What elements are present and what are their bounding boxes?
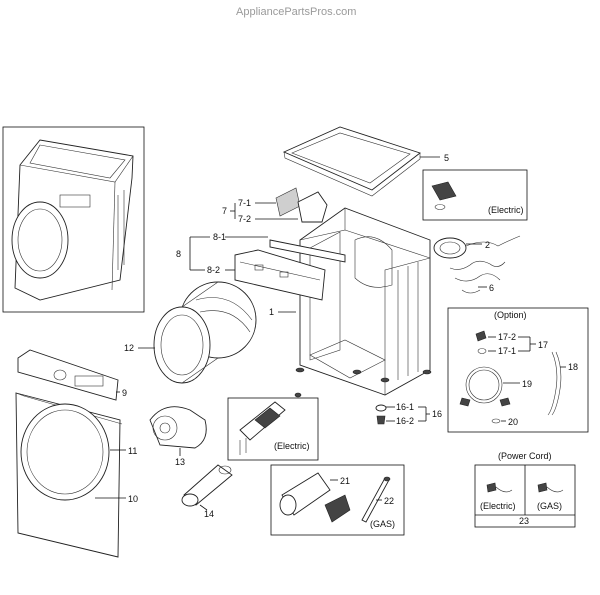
callout-9: 9 xyxy=(122,388,127,398)
lint-filter-part: 7 7-1 7-2 xyxy=(222,187,328,224)
drum-part: 12 xyxy=(124,281,257,384)
callout-16-2: 16-2 xyxy=(396,416,414,426)
callout-22: 22 xyxy=(384,496,394,506)
callout-8-2: 8-2 xyxy=(207,265,220,275)
heater-housing-part: 2 xyxy=(433,235,521,259)
power-electric-label: (Electric) xyxy=(480,501,516,511)
control-bracket-part: 8 8-1 8-2 xyxy=(176,232,346,301)
callout-20: 20 xyxy=(508,417,518,427)
power-cord-box: (Power Cord) (Electric) (GAS) 23 xyxy=(474,451,576,528)
watermark: AppliancePartsPros.com xyxy=(236,6,356,18)
callout-7-2: 7-2 xyxy=(238,214,251,224)
callout-19: 19 xyxy=(522,379,532,389)
electric-top-box: (Electric) xyxy=(422,169,528,221)
option-label: (Option) xyxy=(494,310,527,320)
callout-7: 7 xyxy=(222,206,227,216)
power-gas-label: (GAS) xyxy=(537,501,562,511)
callout-16-1: 16-1 xyxy=(396,402,414,412)
callout-2: 2 xyxy=(485,240,490,250)
leveling-feet-part: 16 16-1 16-2 xyxy=(375,402,442,426)
blower-part: 13 xyxy=(149,406,207,467)
gas-label: (GAS) xyxy=(370,519,395,529)
callout-18: 18 xyxy=(568,362,578,372)
electric-heater-box: (Electric) xyxy=(227,392,319,461)
wire-harness-part: 6 xyxy=(449,260,506,294)
control-panel-part: 9 xyxy=(17,349,127,401)
option-box: (Option) 17 17-2 17-1 18 19 20 xyxy=(447,307,589,433)
callout-23: 23 xyxy=(519,516,529,526)
callout-21: 21 xyxy=(340,476,350,486)
cabinet-part: 1 xyxy=(269,207,432,396)
callout-5: 5 xyxy=(444,153,449,163)
exhaust-duct-part: 14 xyxy=(181,464,233,519)
callout-13: 13 xyxy=(175,457,185,467)
power-cord-label: (Power Cord) xyxy=(498,451,552,461)
electric-top-label: (Electric) xyxy=(488,205,524,215)
front-panel-part: 11 10 xyxy=(15,392,138,558)
top-panel-part: 5 xyxy=(282,126,449,197)
callout-1: 1 xyxy=(269,307,274,317)
assembled-dryer-illustration xyxy=(2,126,145,313)
callout-12: 12 xyxy=(124,343,134,353)
callout-14: 14 xyxy=(204,509,214,519)
callout-11: 11 xyxy=(128,446,137,456)
callout-8: 8 xyxy=(176,249,181,259)
callout-6: 6 xyxy=(489,283,494,293)
callout-17-1: 17-1 xyxy=(498,346,516,356)
electric-mid-label: (Electric) xyxy=(274,441,310,451)
callout-17-2: 17-2 xyxy=(498,332,516,342)
gas-box: 21 22 (GAS) xyxy=(270,464,405,536)
callout-16: 16 xyxy=(432,409,442,419)
callout-10: 10 xyxy=(128,494,138,504)
callout-8-1: 8-1 xyxy=(213,232,226,242)
callout-7-1: 7-1 xyxy=(238,198,251,208)
callout-17: 17 xyxy=(538,340,548,350)
